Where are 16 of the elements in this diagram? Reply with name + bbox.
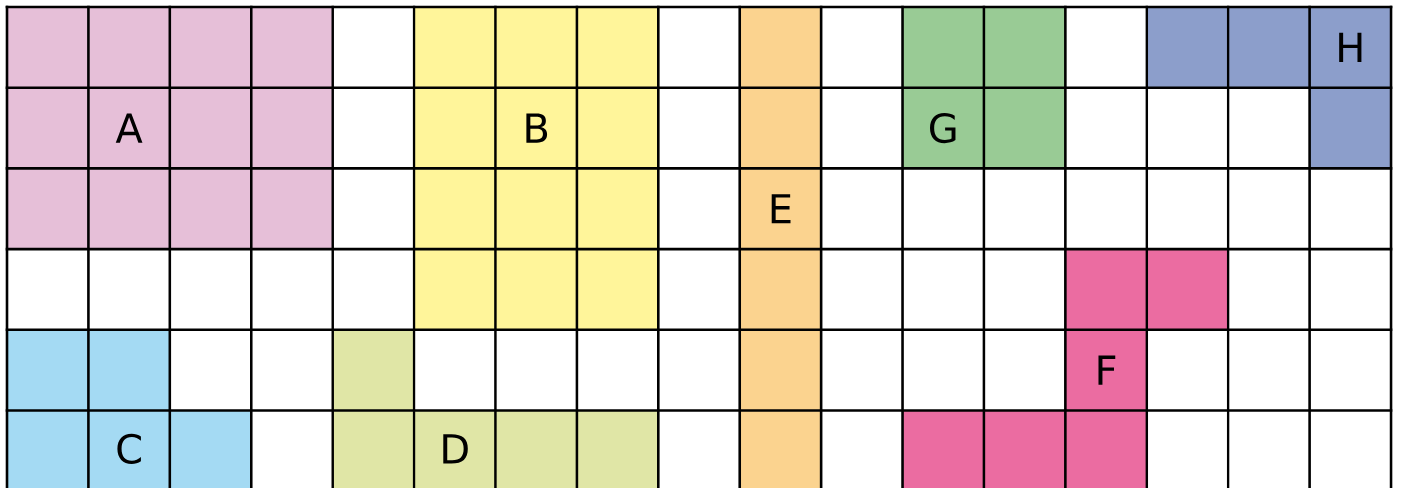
colored-region: C <box>7 329 252 488</box>
node-label: H <box>1339 32 1362 62</box>
colored-region: H <box>1146 7 1391 169</box>
node-label: F <box>1098 355 1116 385</box>
colored-region: G <box>902 7 1066 169</box>
node-label: B <box>526 113 548 143</box>
colored-region: F <box>902 249 1229 488</box>
colored-region: A <box>7 7 333 250</box>
node-label: C <box>117 433 141 464</box>
node-label: A <box>115 113 143 143</box>
colored-region: E <box>739 7 822 488</box>
node-label: D <box>443 434 468 464</box>
node-label: E <box>771 194 791 224</box>
colored-region: B <box>414 7 659 330</box>
node-label: G <box>930 112 956 144</box>
colored-region: D <box>332 329 659 488</box>
